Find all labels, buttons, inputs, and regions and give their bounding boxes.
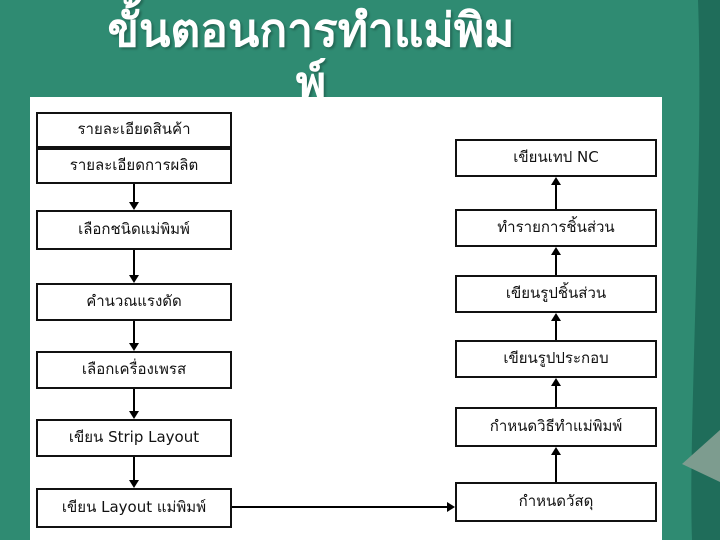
accent-triangle: [682, 430, 720, 482]
flow-arrow-down-4-icon: [129, 389, 139, 419]
flow-box-left-7: เขียน Layout แม่พิมพ์: [36, 488, 232, 528]
slide-title: ขั้นตอนการทำแม่พิม พ์: [22, 4, 600, 110]
flow-box-right-3: เขียนรูปชิ้นส่วน: [455, 275, 657, 313]
accent-band: [691, 0, 720, 540]
flow-arrow-down-1-icon: [129, 184, 139, 210]
flow-box-right-2: ทำรายการชิ้นส่วน: [455, 209, 657, 247]
flow-box-right-1: เขียนเทป NC: [455, 139, 657, 177]
flow-box-right-6: กำหนดวัสดุ: [455, 482, 657, 522]
flow-box-left-3: เลือกชนิดแม่พิมพ์: [36, 210, 232, 250]
flow-arrow-down-5-icon: [129, 457, 139, 488]
flow-arrow-up-2-icon: [551, 247, 561, 275]
slide-title-line1: ขั้นตอนการทำแม่พิม: [107, 3, 515, 57]
flow-box-left-6: เขียน Strip Layout: [36, 419, 232, 457]
flow-arrow-up-5-icon: [551, 447, 561, 482]
flow-box-right-5: กำหนดวิธีทำแม่พิมพ์: [455, 407, 657, 447]
flow-box-left-1: รายละเอียดสินค้า: [36, 112, 232, 148]
flow-box-left-4: คำนวณแรงดัด: [36, 283, 232, 321]
flow-arrow-up-4-icon: [551, 378, 561, 407]
flowchart-panel: รายละเอียดสินค้า รายละเอียดการผลิต เลือก…: [30, 97, 662, 540]
slide-accent-shape: [682, 0, 720, 540]
flow-box-left-5: เลือกเครื่องเพรส: [36, 351, 232, 389]
flow-box-right-4: เขียนรูปประกอบ: [455, 340, 657, 378]
flow-arrow-up-1-icon: [551, 177, 561, 209]
flow-arrow-right-icon: [232, 502, 455, 512]
flow-arrow-down-3-icon: [129, 321, 139, 351]
flow-arrow-down-2-icon: [129, 250, 139, 283]
flow-box-left-2: รายละเอียดการผลิต: [36, 148, 232, 184]
flow-arrow-up-3-icon: [551, 313, 561, 340]
